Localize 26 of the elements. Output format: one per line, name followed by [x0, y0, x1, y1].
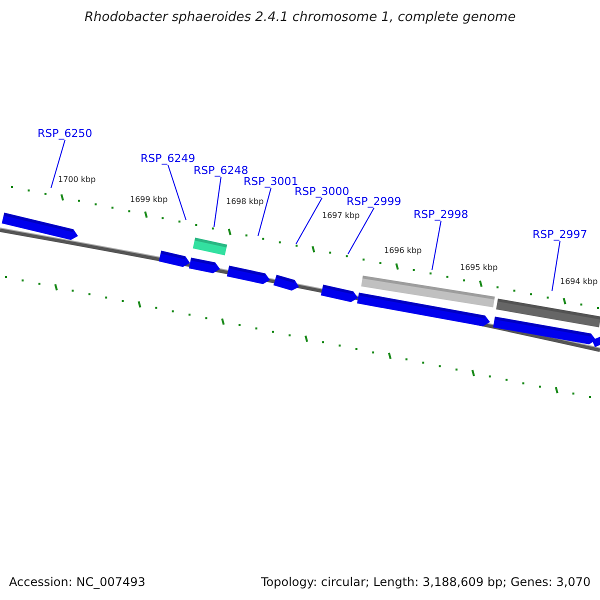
leader-line	[50, 140, 66, 188]
gene-label: RSP_3000	[294, 186, 350, 197]
gene-label: RSP_6248	[194, 165, 248, 176]
title: Rhodobacter sphaeroides 2.4.1 chromosome 1, complete genome	[84, 11, 516, 24]
gene-label: RSP_2999	[346, 196, 402, 207]
gene-label: RSP_2998	[414, 209, 468, 220]
scale-label: 1695 kbp	[460, 264, 498, 272]
footer-text: Accession: NC_007493	[9, 576, 146, 588]
scale-label: 1699 kbp	[130, 196, 168, 204]
scale-label: 1694 kbp	[560, 278, 598, 286]
scale-label: 1700 kbp	[58, 176, 96, 184]
scale-label: 1696 kbp	[384, 247, 422, 255]
leader-line	[214, 176, 222, 228]
gene-label: RSP_3001	[244, 176, 298, 187]
leader-line	[258, 188, 272, 236]
gene-label: RSP_2997	[532, 229, 588, 240]
leader-line	[296, 198, 322, 244]
footer-text: Topology: circular; Length: 3,188,609 bp; Genes: 3,070	[261, 576, 591, 588]
leader-line	[348, 208, 374, 254]
leader-line	[552, 240, 560, 292]
gene-label: RSP_6250	[38, 128, 92, 139]
gene-label: RSP_6249	[140, 153, 196, 164]
scale-label: 1698 kbp	[226, 198, 264, 206]
scale-label: 1697 kbp	[322, 212, 360, 220]
leader-line	[168, 164, 186, 220]
leader-line	[432, 220, 442, 270]
